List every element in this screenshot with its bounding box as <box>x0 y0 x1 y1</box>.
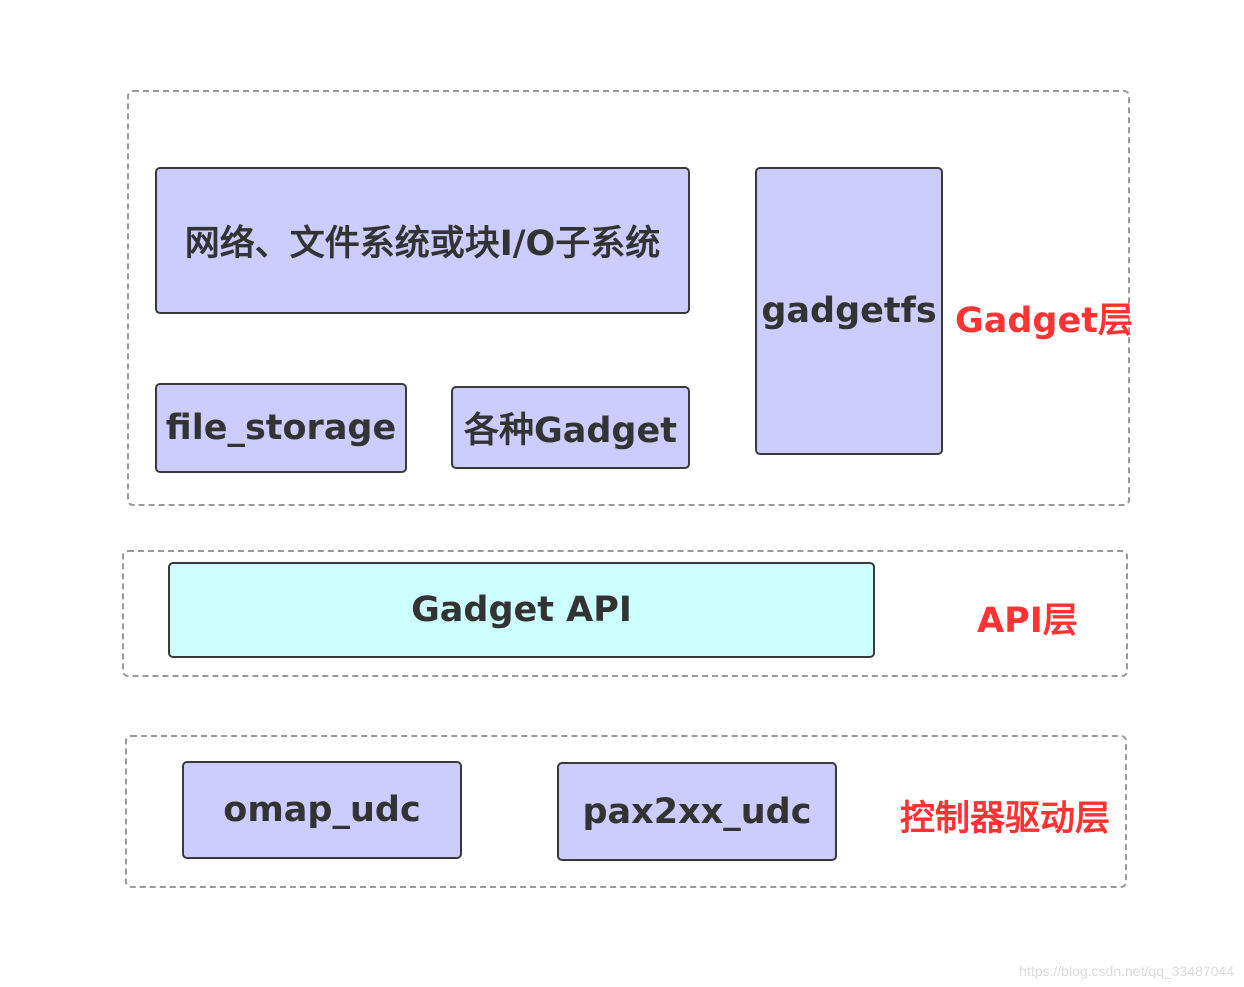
file-storage-box: file_storage <box>155 383 407 473</box>
pax2xx-udc-box-label: pax2xx_udc <box>582 791 812 832</box>
api-layer-label: API层 <box>977 601 1078 641</box>
pax2xx-udc-box: pax2xx_udc <box>557 762 837 861</box>
file-storage-box-label: file_storage <box>165 408 397 448</box>
gadgetfs-box-label: gadgetfs <box>761 291 937 331</box>
watermark: https://blog.csdn.net/qq_33487044 <box>1019 963 1234 979</box>
omap-udc-box-label: omap_udc <box>223 790 421 830</box>
controller-layer-label: 控制器驱动层 <box>900 799 1111 839</box>
gadget-api-box: Gadget API <box>168 562 875 658</box>
omap-udc-box: omap_udc <box>182 761 462 859</box>
gadget-layer-label: Gadget层 <box>955 301 1133 341</box>
gadgetfs-box: gadgetfs <box>755 167 943 455</box>
various-gadget-box-label: 各种Gadget <box>464 411 677 451</box>
subsystem-box: 网络、文件系统或块I/O子系统 <box>155 167 690 314</box>
various-gadget-box: 各种Gadget <box>451 386 690 469</box>
gadget-api-box-label: Gadget API <box>411 590 632 630</box>
subsystem-box-label: 网络、文件系统或块I/O子系统 <box>184 224 661 264</box>
